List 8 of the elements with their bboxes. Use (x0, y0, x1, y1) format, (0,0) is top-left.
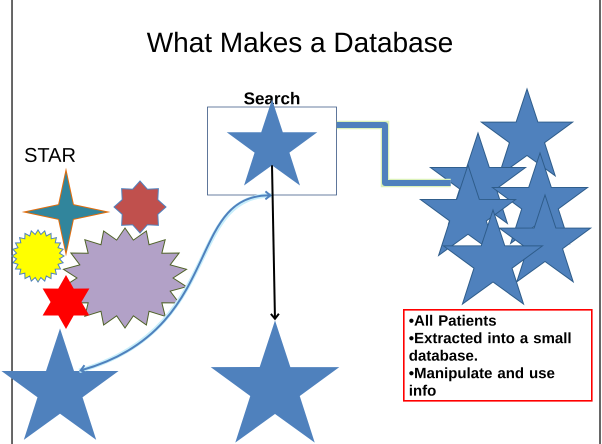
text-box: •All Patients •Extracted into a small database. •Manipulate and use info (403, 309, 593, 402)
connector (336, 120, 451, 188)
search-box: Search (207, 92, 337, 196)
arrow (78, 190, 272, 374)
star-label: STAR (25, 148, 76, 162)
node-label: Search (244, 92, 300, 104)
arrow (270, 165, 280, 320)
title: What Makes a Database (146, 32, 452, 52)
